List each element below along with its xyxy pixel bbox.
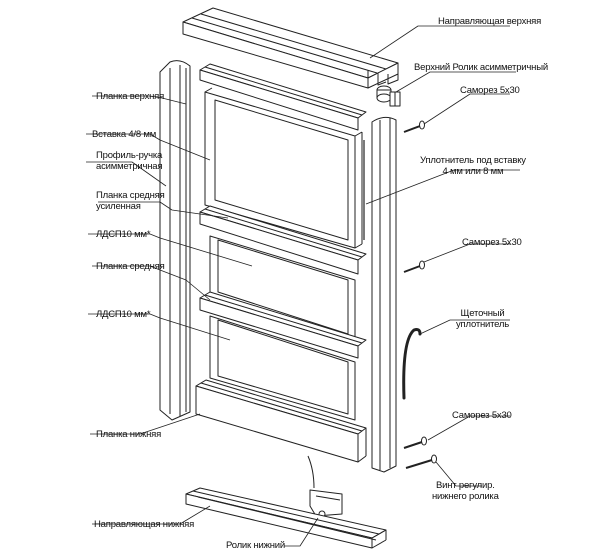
bottom-roller-part	[307, 455, 343, 518]
screw-3-part	[403, 436, 427, 449]
label-brush-seal: Щеточный уплотнитель	[456, 308, 510, 330]
label-handle-profile: Профиль-ручка асимметричная	[96, 150, 163, 172]
insert-panel-part	[204, 87, 363, 249]
leader-lines	[86, 25, 520, 547]
bottom-rail-part	[185, 487, 387, 549]
mid-bar-part	[199, 291, 367, 359]
label-seal: Уплотнитель под вставку 4 мм или 8 мм	[420, 155, 526, 177]
label-chipboard-2: ЛДСП10 мм*	[96, 309, 151, 320]
label-bottom-rail: Направляющая нижняя	[94, 519, 195, 530]
mid-bar-reinforced-part	[199, 205, 367, 275]
label-mid-bar-reinforced: Планка средняя усиленная	[96, 190, 165, 212]
screw-2-part	[403, 260, 425, 273]
label-screw-2: Саморез 5х30	[462, 237, 522, 248]
label-screw-3: Саморез 5х30	[452, 410, 512, 421]
brush-seal-part	[402, 328, 422, 400]
label-top-bar: Планка верхняя	[96, 91, 165, 102]
label-top-roller: Верхний Ролик асимметричный	[414, 62, 548, 73]
top-bar-part	[199, 63, 367, 131]
top-rail-part	[182, 7, 399, 89]
label-top-rail: Направляющая верхняя	[438, 16, 542, 27]
screw-1-part	[403, 120, 425, 133]
chipboard-panel-2-part	[209, 315, 356, 421]
label-insert: Вставка 4/8 мм	[92, 129, 157, 140]
label-mid-bar: Планка средняя	[96, 261, 165, 272]
label-bottom-bar: Планка нижняя	[96, 429, 162, 440]
right-handle-profile-part	[371, 116, 397, 473]
label-bottom-roller: Ролик нижний	[226, 540, 286, 551]
top-roller-part	[376, 85, 401, 107]
left-handle-profile-part	[159, 60, 191, 421]
label-adjust-screw: Винт регулир. нижнего ролика	[432, 480, 499, 502]
label-screw-1: Саморез 5х30	[460, 85, 520, 96]
adjust-screw-part	[405, 454, 437, 469]
label-chipboard-1: ЛДСП10 мм*	[96, 229, 151, 240]
chipboard-panel-1-part	[209, 235, 356, 341]
bottom-bar-part	[195, 379, 367, 463]
